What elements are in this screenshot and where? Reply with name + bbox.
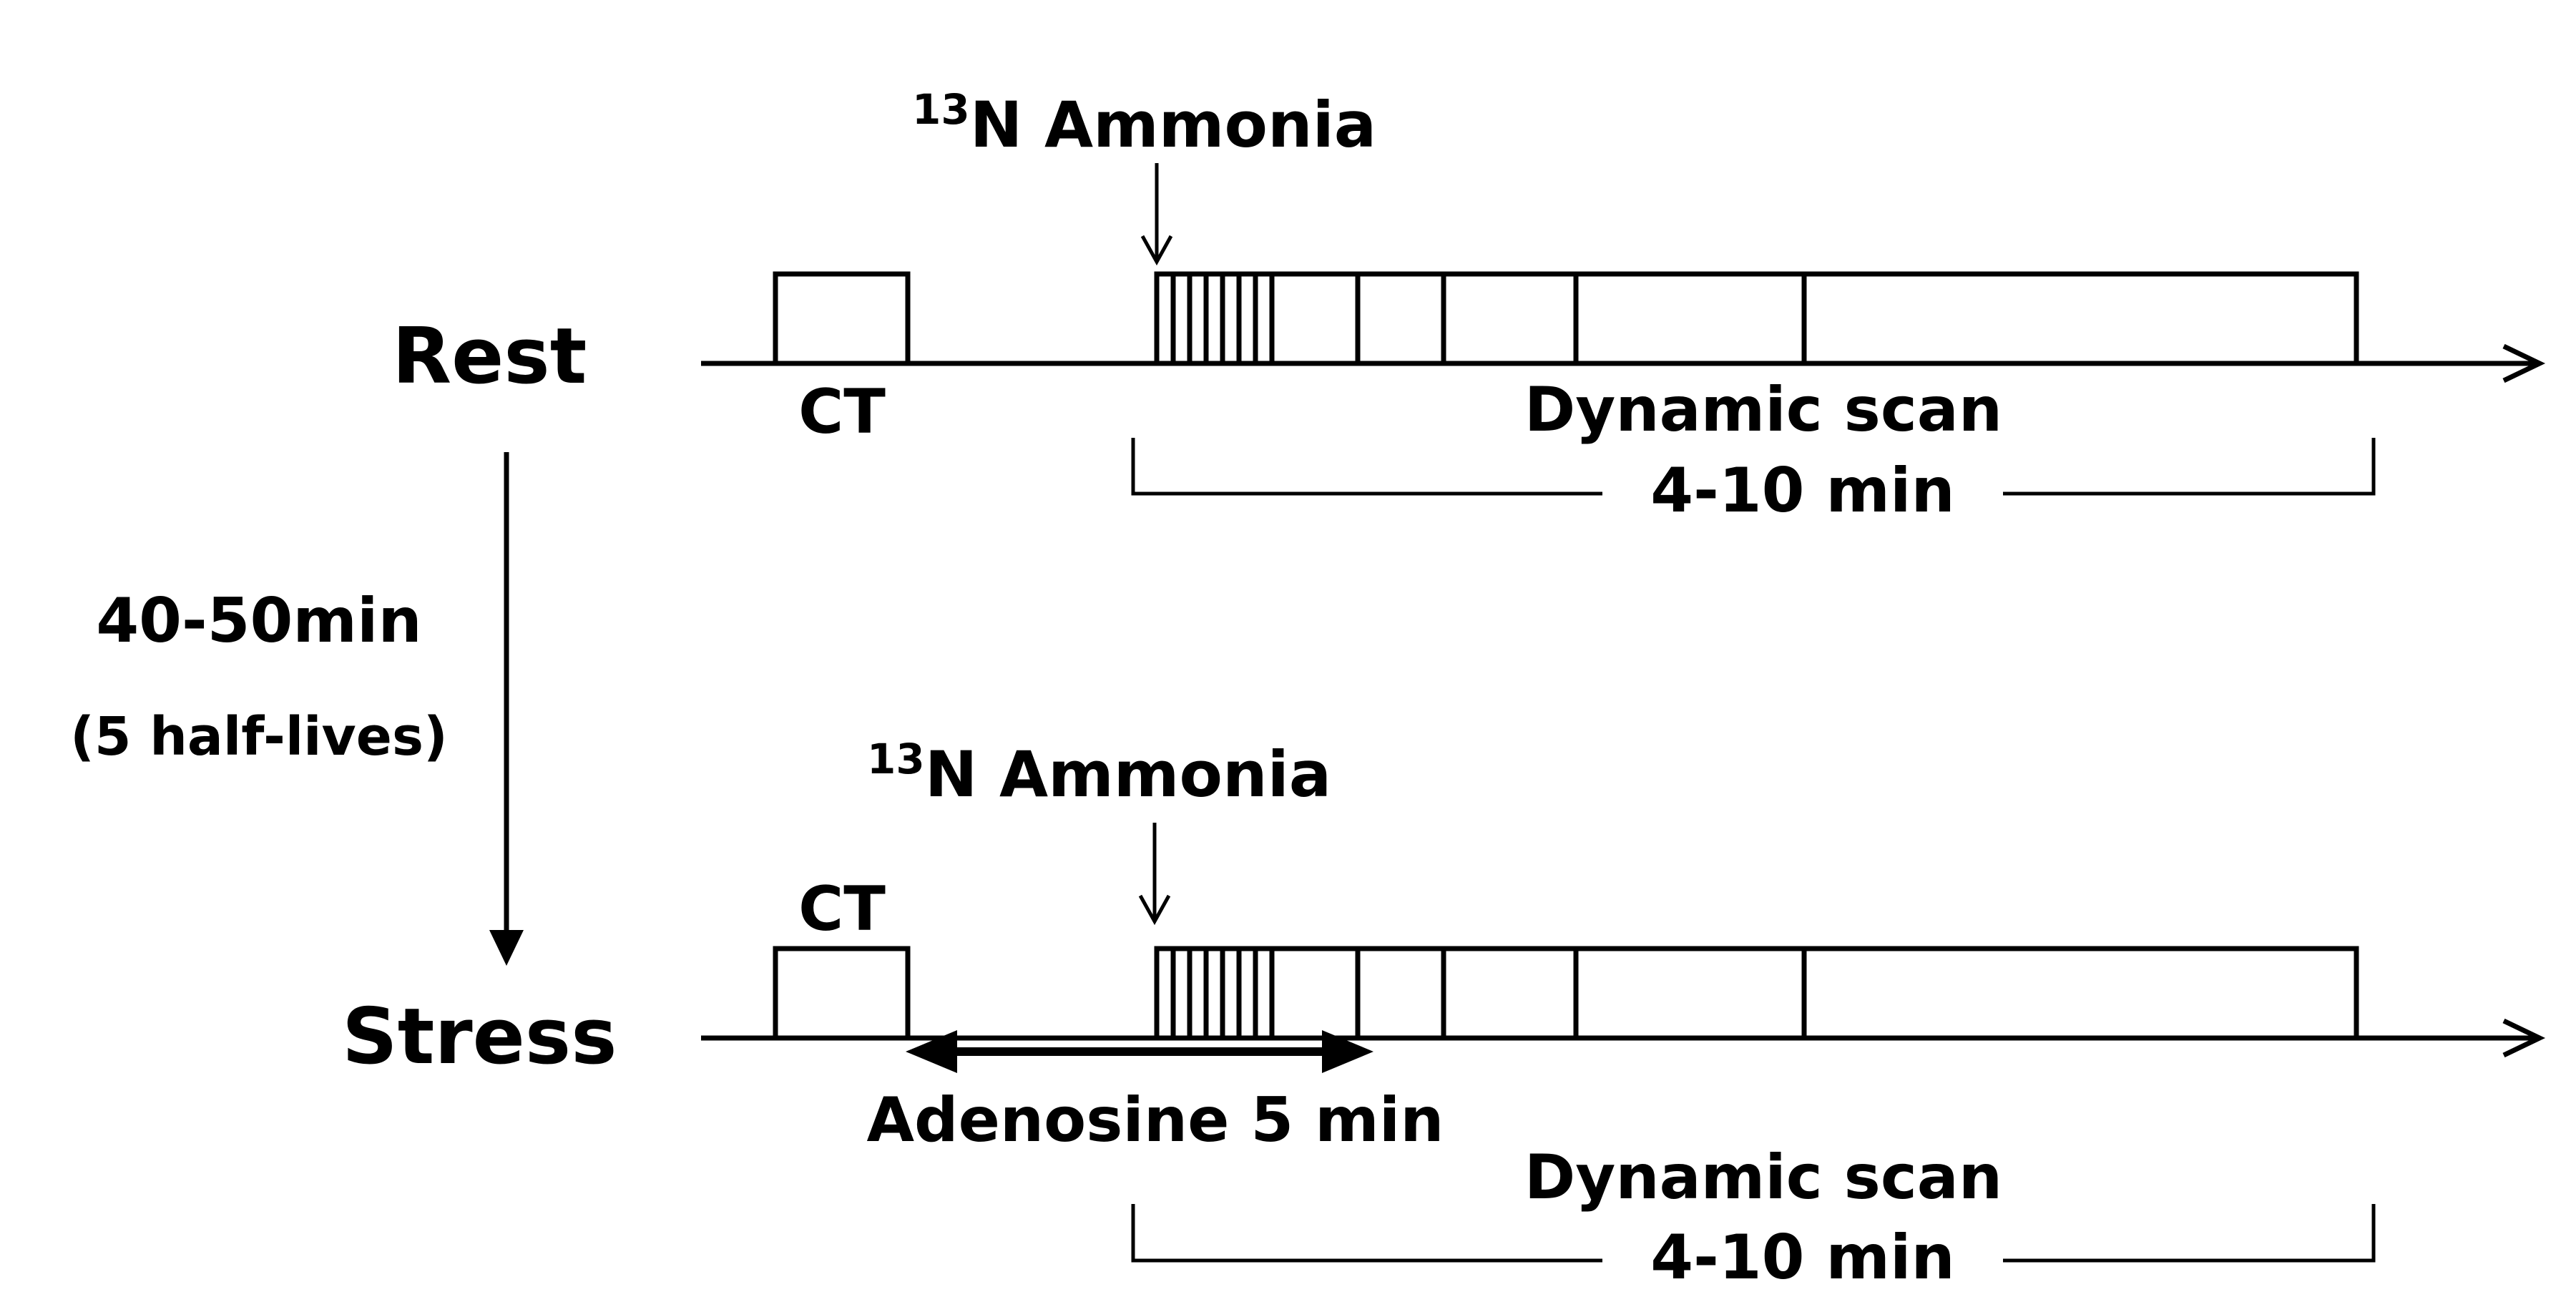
interval-arrowhead-icon (489, 930, 524, 966)
rest-duration-bracket-left (1131, 438, 1602, 496)
rest-axis-arrowhead-icon (2502, 343, 2546, 383)
rest-tracer-label: 13N Ammonia (912, 85, 1376, 162)
stress-adenosine-arrowhead-left-icon (906, 1030, 957, 1073)
stress-axis-arrowhead-icon (2502, 1018, 2546, 1058)
stress-adenosine-label: Adenosine 5 min (866, 1085, 1444, 1156)
stress-dynamic-scan-label: Dynamic scan (1524, 1142, 2002, 1213)
rest-timeline: Rest CT 13N Ammonia Dynamic scan (392, 85, 2546, 527)
stress-timeline: Stress CT 13N Ammonia Aden (342, 735, 2546, 1293)
stress-ct-label: CT (798, 873, 886, 945)
stress-duration-bracket-right (2003, 1204, 2376, 1263)
interval-note-label: (5 half-lives) (70, 706, 448, 768)
stress-tracer-isotope-mass: 13 (867, 735, 925, 783)
rest-ct-label: CT (798, 376, 886, 448)
rest-phase-label: Rest (392, 312, 587, 401)
interval-time-label: 40-50min (96, 585, 421, 657)
stress-adenosine-arrowhead-right-icon (1322, 1030, 1373, 1073)
rest-dynamic-scan-label: Dynamic scan (1524, 374, 2002, 446)
rest-ct-box (773, 271, 911, 366)
rest-injection-arrowhead-icon (1140, 235, 1173, 266)
rest-tracer-isotope-mass: 13 (912, 85, 970, 134)
stress-ct-box (773, 946, 911, 1041)
stress-tracer-name: N Ammonia (925, 738, 1331, 811)
rest-dynamic-scan-frames (1154, 271, 2359, 366)
stress-duration-label: 4-10 min (1650, 1222, 1954, 1293)
rest-frame-dividers (1170, 274, 1807, 363)
stress-tracer-label: 13N Ammonia (867, 735, 1331, 811)
rest-duration-label: 4-10 min (1650, 455, 1954, 527)
stress-frame-dividers (1170, 949, 1807, 1038)
stress-phase-label: Stress (342, 992, 617, 1082)
stress-duration-bracket-left (1131, 1204, 1602, 1263)
rest-duration-bracket-right (2003, 438, 2376, 496)
rest-tracer-name: N Ammonia (970, 88, 1376, 162)
stress-dynamic-scan-frames (1154, 946, 2359, 1041)
interval-between-phases: 40-50min (5 half-lives) (70, 452, 524, 966)
stress-injection-arrowhead-icon (1138, 894, 1171, 926)
